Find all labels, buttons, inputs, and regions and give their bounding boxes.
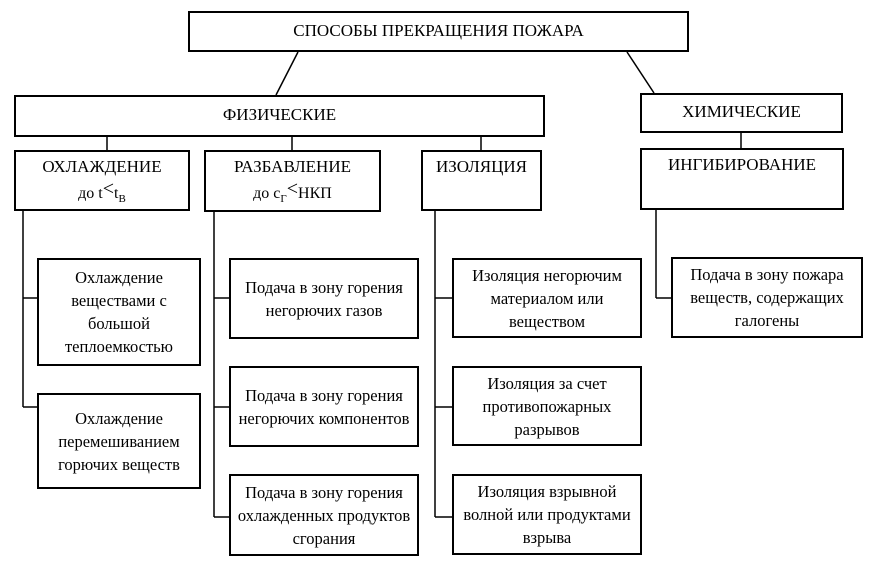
isolation-item-1: Изоляция негорючим материалом или вещест…: [452, 258, 642, 338]
dilution-item-1: Подача в зону горения негорючих газов: [229, 258, 419, 339]
cooling-item-1: Охлаждение веществами с большой теплоемк…: [37, 258, 201, 366]
dilution-box: РАЗБАВЛЕНИЕ до сГ<НКП: [204, 150, 381, 212]
dilution-condition: до сГ<НКП: [253, 178, 332, 206]
isolation-label: ИЗОЛЯЦИЯ: [436, 157, 527, 176]
physical-box: ФИЗИЧЕСКИЕ: [14, 95, 545, 137]
root-label: СПОСОБЫ ПРЕКРАЩЕНИЯ ПОЖАРА: [293, 21, 584, 40]
chemical-label: ХИМИЧЕСКИЕ: [682, 102, 801, 121]
inhibition-item-1: Подача в зону пожара веществ, содержащих…: [671, 257, 863, 338]
physical-label: ФИЗИЧЕСКИЕ: [222, 105, 337, 124]
cooling-item-2: Охлаждение перемешиванием горючих вещест…: [37, 393, 201, 489]
root-box: СПОСОБЫ ПРЕКРАЩЕНИЯ ПОЖАРА: [188, 11, 689, 52]
isolation-item-2: Изоляция за счет противопожарных разрыво…: [452, 366, 642, 446]
dilution-label: РАЗБАВЛЕНИЕ: [233, 157, 351, 176]
inhibition-label: ИНГИБИРОВАНИЕ: [667, 155, 817, 174]
isolation-item-3: Изоляция взрывной волной или продуктами …: [452, 474, 642, 555]
dilution-item-3: Подача в зону горения охлажденных продук…: [229, 474, 419, 556]
dilution-item-2: Подача в зону горения негорючих компонен…: [229, 366, 419, 447]
isolation-box: ИЗОЛЯЦИЯ: [421, 150, 542, 211]
cooling-box: ОХЛАЖДЕНИЕ до t<tВ: [14, 150, 190, 211]
inhibition-box: ИНГИБИРОВАНИЕ: [640, 148, 844, 210]
cooling-condition: до t<tВ: [78, 178, 126, 206]
cooling-label: ОХЛАЖДЕНИЕ: [42, 157, 162, 176]
chemical-box: ХИМИЧЕСКИЕ: [640, 93, 843, 133]
